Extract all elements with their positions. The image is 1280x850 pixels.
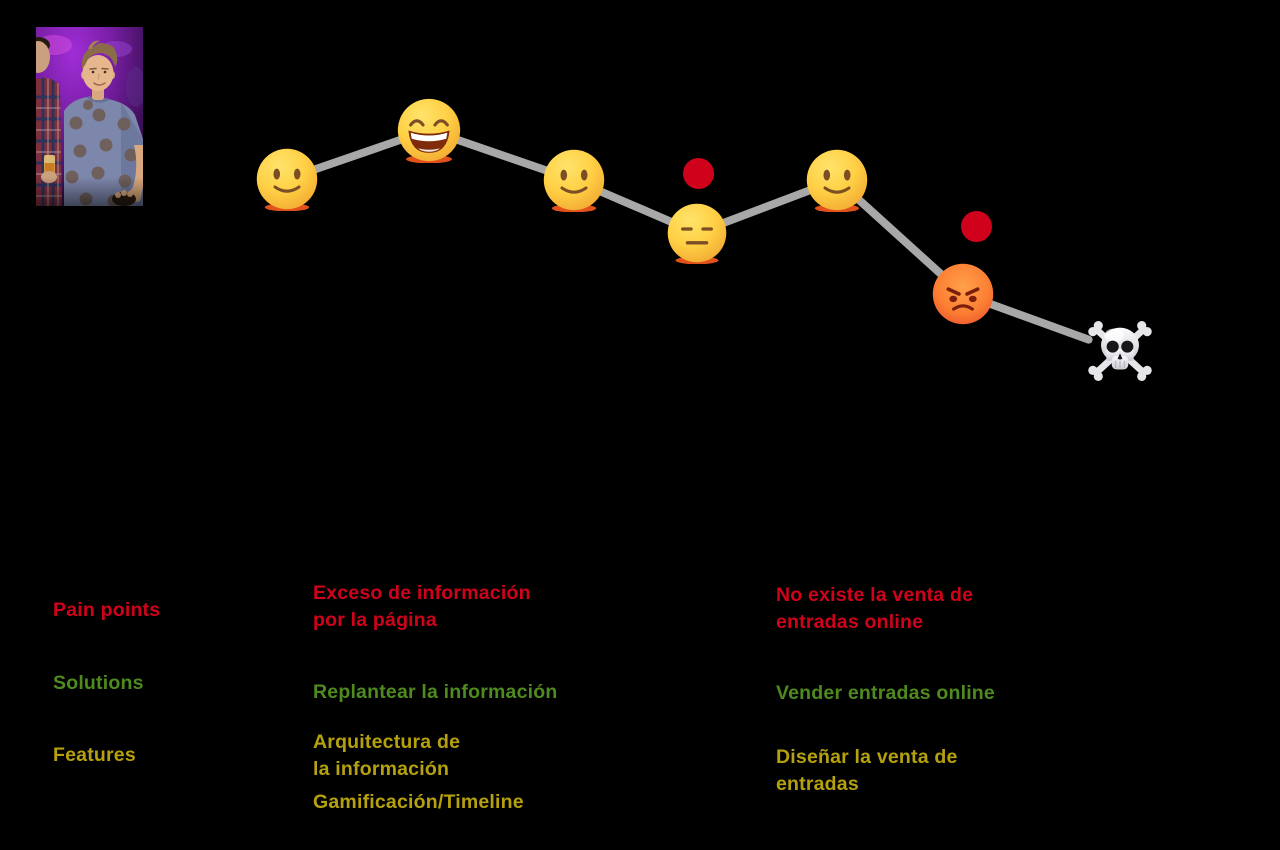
expressionless-face-emoji xyxy=(666,202,728,264)
slightly-smiling-face-emoji xyxy=(805,148,869,212)
slightly-smiling-face-emoji xyxy=(542,148,606,212)
solution-item-1: Replantear la información xyxy=(313,681,558,703)
pain-point-item-1: Exceso de información por la página xyxy=(313,582,531,631)
feature-item-2: Diseñar la venta de entradas xyxy=(776,746,958,795)
party-photo-illustration xyxy=(26,27,146,208)
solution-item-2: Vender entradas online xyxy=(776,682,995,704)
solutions-row-label: Solutions xyxy=(53,672,144,694)
persona-photo xyxy=(26,27,146,208)
pain-marker-dot xyxy=(682,157,714,189)
slightly-smiling-face-emoji xyxy=(255,147,319,211)
pain-points-row-label: Pain points xyxy=(53,599,161,621)
angry-face-emoji xyxy=(931,262,995,326)
pain-marker-dot xyxy=(960,210,992,242)
grinning-face-emoji xyxy=(396,97,462,163)
feature-item-1b: Gamificación/Timeline xyxy=(313,791,524,813)
feature-item-1a: Arquitectura de la información xyxy=(313,731,461,780)
pain-point-item-2: No existe la venta de entradas online xyxy=(776,584,974,633)
skull-crossbones-emoji xyxy=(1083,314,1157,388)
features-row-label: Features xyxy=(53,744,136,766)
